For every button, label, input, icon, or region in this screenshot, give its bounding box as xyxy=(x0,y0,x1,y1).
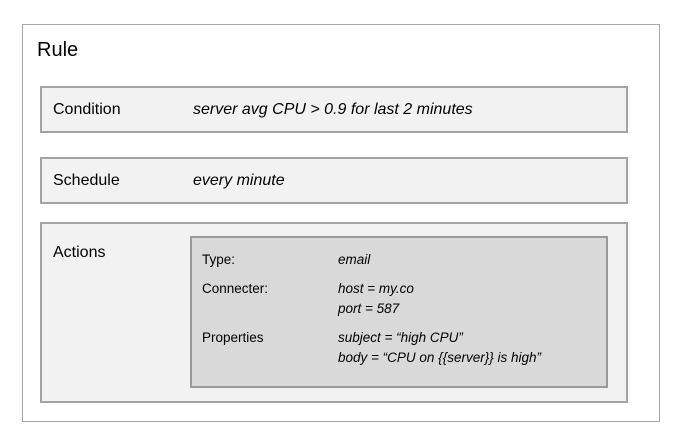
rule-box: Rule Condition server avg CPU > 0.9 for … xyxy=(22,24,660,422)
action-type-value: email xyxy=(338,252,371,267)
action-connecter-values: host = my.co port = 587 xyxy=(338,279,414,319)
action-row-connecter: Connecter: host = my.co port = 587 xyxy=(202,279,598,319)
action-row-type: Type: email xyxy=(202,250,598,270)
action-type-label: Type: xyxy=(202,252,236,267)
action-properties-label: Properties xyxy=(202,330,264,345)
action-connecter-host: host = my.co xyxy=(338,281,414,296)
schedule-value: every minute xyxy=(193,171,285,189)
schedule-row: Schedule every minute xyxy=(42,159,626,202)
action-properties-subject: subject = “high CPU” xyxy=(338,330,463,345)
action-properties-values: subject = “high CPU” body = “CPU on {{se… xyxy=(338,328,541,368)
condition-row: Condition server avg CPU > 0.9 for last … xyxy=(42,88,626,131)
action-row-properties: Properties subject = “high CPU” body = “… xyxy=(202,328,598,368)
condition-section: Condition server avg CPU > 0.9 for last … xyxy=(40,86,628,133)
actions-section: Actions Type: email Connecter: host = my… xyxy=(40,222,628,403)
condition-value: server avg CPU > 0.9 for last 2 minutes xyxy=(193,100,473,118)
action-detail-panel: Type: email Connecter: host = my.co port… xyxy=(190,236,608,388)
action-type-values: email xyxy=(338,250,370,270)
actions-label: Actions xyxy=(53,244,106,261)
schedule-section: Schedule every minute xyxy=(40,157,628,204)
action-properties-body: body = “CPU on {{server}} is high” xyxy=(338,350,541,365)
action-connecter-port: port = 587 xyxy=(338,301,400,316)
rule-title: Rule xyxy=(37,39,79,61)
condition-label: Condition xyxy=(53,100,121,118)
action-connecter-label: Connecter: xyxy=(202,281,269,296)
schedule-label: Schedule xyxy=(53,171,120,189)
